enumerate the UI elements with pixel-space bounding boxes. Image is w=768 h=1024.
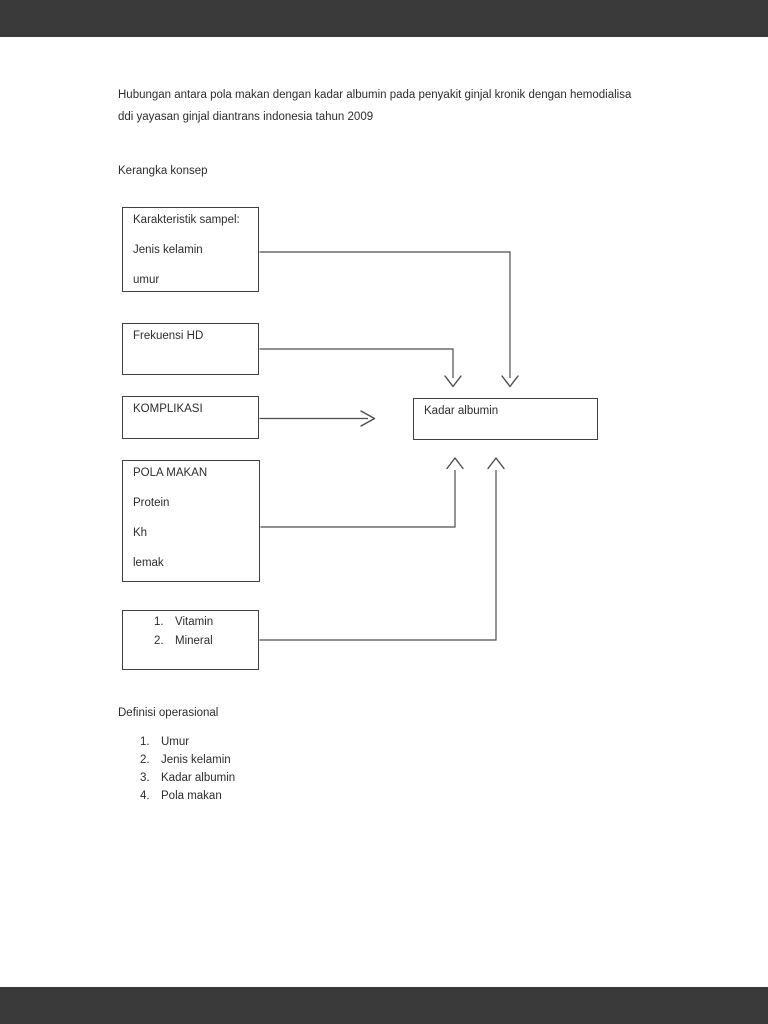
list-item-number: 1. [140, 736, 150, 748]
list-item: 1. Vitamin [154, 615, 254, 629]
viewer-chrome-top-bar [0, 0, 768, 37]
list-item: 2. Jenis kelamin [140, 753, 235, 771]
connector-karakteristik-to-kadar [259, 251, 519, 388]
list-item: 3. Kadar albumin [140, 771, 235, 789]
concept-box-frekuensi-hd: Frekuensi HD [122, 323, 259, 375]
arrow-up-head [446, 457, 464, 470]
document-title-line-2: ddi yayasan ginjal diantrans indonesia t… [118, 111, 374, 123]
box-line: Protein [133, 497, 170, 509]
operational-definitions-heading: Definisi operasional [118, 707, 219, 719]
list-item-number: 1. [154, 616, 164, 628]
box-line: lemak [133, 557, 164, 569]
document-title: Hubungan antara pola makan dengan kadar … [118, 84, 678, 128]
box-line: umur [133, 274, 160, 286]
arrow-up-head [487, 457, 505, 470]
list-item-number: 3. [140, 772, 150, 784]
list-item: 1. Umur [140, 735, 235, 753]
concept-box-karakteristik-sampel: Karakteristik sampel: Jenis kelamin umur [122, 207, 259, 292]
connector-pola-to-kadar [260, 457, 464, 528]
list-item-label: Mineral [175, 635, 213, 647]
list-item: 4. Pola makan [140, 789, 235, 807]
box-line: Kadar albumin [424, 405, 499, 417]
viewer-chrome-bottom-bar [0, 987, 768, 1024]
connector-komplikasi-to-kadar [259, 410, 376, 427]
list-item-number: 2. [140, 754, 150, 766]
box-line: Jenis kelamin [133, 244, 203, 256]
document-title-line-1: Hubungan antara pola makan dengan kadar … [118, 89, 632, 101]
box-line: Frekuensi HD [133, 330, 204, 342]
concept-box-pola-makan: POLA MAKAN Protein Kh lemak [122, 460, 260, 582]
concept-box-komplikasi: KOMPLIKASI [122, 396, 259, 439]
list-item-number: 2. [154, 635, 164, 647]
arrow-right-head [360, 410, 376, 427]
list-item-label: Jenis kelamin [161, 754, 231, 766]
box-line: Karakteristik sampel: [133, 214, 240, 226]
concept-framework-heading: Kerangka konsep [118, 165, 208, 177]
box-line: Kh [133, 527, 148, 539]
arrow-down-head [444, 375, 462, 388]
list-item: 2. Mineral [154, 634, 254, 648]
list-item-label: Pola makan [161, 790, 222, 802]
arrow-down-head [501, 375, 519, 388]
box-line: KOMPLIKASI [133, 403, 203, 415]
operational-definitions-list: 1. Umur 2. Jenis kelamin 3. Kadar albumin 4… [140, 735, 235, 807]
list-item-label: Vitamin [175, 616, 214, 628]
list-item-label: Umur [161, 736, 190, 748]
connector-vitamin-to-kadar [259, 457, 505, 641]
concept-box-vitamin-mineral: 1. Vitamin 2. Mineral [122, 610, 259, 670]
concept-box-kadar-albumin: Kadar albumin [413, 398, 598, 440]
list-item-number: 4. [140, 790, 150, 802]
connector-frekuensi-to-kadar [259, 348, 462, 388]
list-item-label: Kadar albumin [161, 772, 236, 784]
box-line: POLA MAKAN [133, 467, 208, 479]
